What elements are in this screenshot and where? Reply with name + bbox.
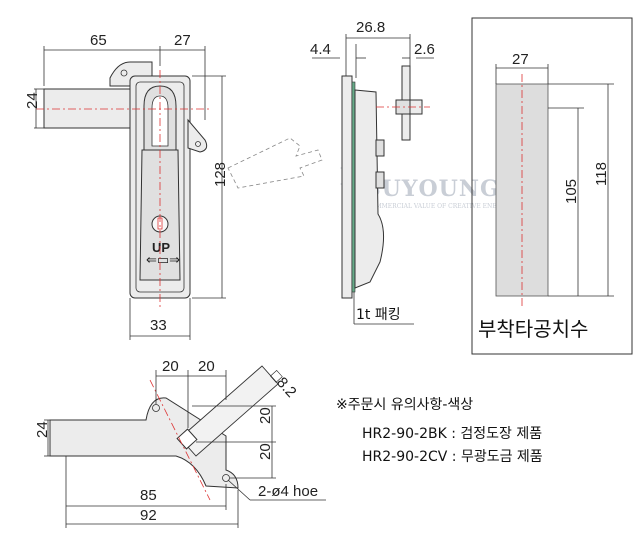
bottom-hole-right [222,474,230,482]
cutout-dim-118: 118 [593,162,610,186]
front-handle-lever [43,88,135,129]
front-right-tab-hole [195,141,201,147]
watermark-tagline: COMMERCIAL VALUE OF CREATIVE ENERGY [366,203,511,210]
side-dim-26-8: 26.8 [356,19,385,36]
bottom-lever [49,397,239,489]
side-dim-2-6: 2.6 [414,41,435,58]
notes-line-2: HR2-90-2CV : 무광도금 제품 [362,449,543,465]
front-dim-65: 65 [90,32,107,49]
notes-heading: ※주문시 유의사항-색상 [336,397,473,413]
front-tab-hole [120,69,128,77]
side-screw-lower [375,171,385,189]
bottom-hole-left [152,404,160,412]
bottom-centerline [149,379,211,501]
watermark-brand: BUYOUNG [362,176,500,202]
bottom-dim-20-upper: 20 [257,407,274,424]
front-dim-33: 33 [150,317,167,334]
cutout-panel: 27 105 118 부착타공치수 [471,17,633,355]
bottom-dim-20-right: 20 [198,358,215,375]
bottom-hole-label: 2-ø4 hoe [258,483,318,500]
front-up-label: UP [152,240,170,255]
cutout-dim-27: 27 [512,51,529,68]
side-view: 26.8 4.4 2.6 1t 패킹 [310,19,435,325]
bottom-view: 20 20 □8.2 24 20 20 85 92 2-ø4 hoe [34,358,326,528]
side-dim-4-4: 4.4 [310,41,331,58]
front-right-tab [187,118,208,153]
leader-line [227,479,251,501]
front-dim-24: 24 [24,92,41,109]
notes-line-1: HR2-90-2BK : 검정도장 제품 [362,426,542,442]
bottom-shaft [179,365,279,457]
side-front-plate [341,75,353,299]
front-dim-27: 27 [174,32,191,49]
front-dim-128: 128 [212,162,229,187]
bottom-dim-24: 24 [34,421,51,438]
cutout-frame [471,17,633,355]
cutout-dim-105: 105 [563,179,580,204]
bottom-dim-20-lower: 20 [257,443,274,460]
side-gasket-label: 1t 패킹 [356,307,401,323]
bottom-dim-20-left: 20 [162,358,179,375]
front-arrows-icon: ⇐▭⇒ [146,252,180,267]
front-open-position-ghost [227,137,323,189]
order-notes: ※주문시 유의사항-색상 HR2-90-2BK : 검정도장 제품 HR2-90… [336,397,543,465]
bottom-dim-square: □8.2 [267,367,300,401]
side-screw-upper [375,139,385,157]
front-view: UP ⇐▭⇒ 65 27 24 128 33 [24,32,323,340]
bottom-dim-85: 85 [140,487,157,504]
cutout-caption: 부착타공치수 [478,317,588,341]
bottom-dim-92: 92 [140,507,157,524]
